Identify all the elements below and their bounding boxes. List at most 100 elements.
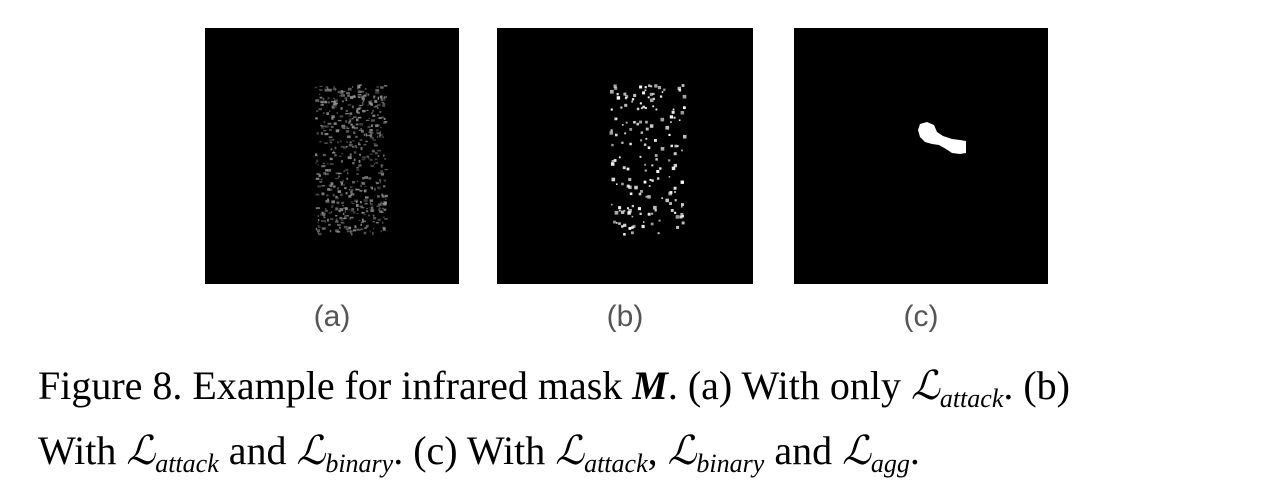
speckle-pixel xyxy=(328,184,333,187)
speckle-pixel xyxy=(321,227,326,230)
speckle-pixel xyxy=(360,164,362,167)
speckle-pixel xyxy=(375,124,379,128)
speckle-pixel xyxy=(357,94,362,96)
binary-dot xyxy=(647,195,651,199)
speckle-pixel xyxy=(364,227,367,230)
speckle-pixel xyxy=(383,84,388,87)
speckle-pixel xyxy=(375,105,378,107)
speckle-pixel xyxy=(322,97,325,101)
binary-dot xyxy=(668,159,671,162)
binary-dot xyxy=(653,205,657,210)
speckle-pixel xyxy=(368,214,371,217)
speckle-pixel xyxy=(331,117,334,120)
binary-dot xyxy=(677,86,681,91)
speckle-pixel xyxy=(315,227,318,231)
binary-dot xyxy=(642,91,646,95)
speckle-pixel xyxy=(381,207,385,210)
speckle-pixel xyxy=(365,224,369,228)
binary-dot xyxy=(645,195,648,198)
speckle-pixel xyxy=(353,131,356,134)
binary-dot xyxy=(623,233,626,236)
speckle-pixel xyxy=(343,170,346,172)
speckle-pixel xyxy=(332,138,335,141)
speckle-pixel xyxy=(349,112,353,115)
binary-dot xyxy=(652,105,655,108)
binary-dot xyxy=(639,85,643,89)
speckle-pixel xyxy=(375,162,378,164)
binary-dot xyxy=(652,92,655,95)
speckle-pixel xyxy=(348,143,353,147)
speckle-pixel xyxy=(336,201,340,204)
speckle-pixel xyxy=(346,127,350,129)
binary-dot xyxy=(642,105,645,109)
binary-dot xyxy=(673,163,677,168)
binary-dot xyxy=(657,232,660,235)
speckle-pixel xyxy=(380,172,384,176)
binary-dot xyxy=(650,222,654,226)
speckle-pixel xyxy=(377,209,381,211)
speckle-pixel xyxy=(350,189,354,191)
speckle-pixel xyxy=(381,136,384,138)
speckle-pixel xyxy=(335,229,339,233)
speckle-pixel xyxy=(358,129,362,131)
binary-dot xyxy=(674,191,676,193)
binary-dot xyxy=(669,115,673,119)
binary-dot xyxy=(652,97,655,101)
speckle-pixel xyxy=(369,199,373,202)
speckle-pixel xyxy=(358,160,361,163)
speckle-pixel xyxy=(324,125,329,128)
speckle-pixel xyxy=(334,102,338,105)
speckle-pixel xyxy=(356,87,359,90)
speckle-pixel xyxy=(382,228,386,231)
speckle-pixel xyxy=(341,201,344,204)
binary-dot xyxy=(673,186,677,190)
speckle-pixel xyxy=(375,91,380,94)
subfigure-label-a: (a) xyxy=(313,300,351,333)
speckle-pixel xyxy=(379,178,382,182)
speckle-pixel xyxy=(365,119,370,121)
speckle-pixel xyxy=(352,211,356,214)
binary-dot xyxy=(616,96,621,100)
binary-dot xyxy=(658,219,661,222)
speckle-pixel xyxy=(369,207,372,209)
binary-dot xyxy=(651,179,654,182)
speckle-pixel xyxy=(353,229,357,232)
speckle-pixel xyxy=(351,126,354,128)
binary-dot xyxy=(643,180,647,184)
binary-dot xyxy=(670,144,673,148)
speckle-pixel xyxy=(362,101,364,105)
speckle-pixel xyxy=(384,169,388,171)
speckle-pixel xyxy=(318,232,322,236)
speckle-pixel xyxy=(339,115,344,118)
binary-dot xyxy=(624,132,627,135)
speckle-pixel xyxy=(329,229,332,233)
speckle-pixel xyxy=(365,92,367,96)
speckle-pixel xyxy=(349,153,352,156)
subscript-attack: attack xyxy=(155,449,219,478)
speckle-pixel xyxy=(348,188,350,191)
speckle-pixel xyxy=(359,123,363,126)
speckle-pixel xyxy=(345,130,350,133)
speckle-pixel xyxy=(383,179,387,182)
speckle-pixel xyxy=(374,158,378,161)
speckle-pixel xyxy=(374,152,378,155)
speckle-pixel xyxy=(360,223,362,226)
binary-dot xyxy=(618,209,621,212)
binary-dot xyxy=(626,167,630,171)
binary-dot xyxy=(679,215,683,219)
speckle-pixel xyxy=(360,184,362,188)
speckle-pixel xyxy=(337,119,342,122)
speckle-pixel xyxy=(360,201,362,204)
speckle-pixel xyxy=(323,172,326,175)
binary-dot xyxy=(649,178,652,181)
speckle-pixel xyxy=(369,129,373,132)
speckle-pixel xyxy=(372,111,374,113)
binary-dot xyxy=(634,185,638,190)
speckle-pixel xyxy=(325,86,329,88)
speckle-pixel xyxy=(318,226,321,228)
speckle-pixel xyxy=(346,126,348,129)
speckle-pixel xyxy=(371,119,375,122)
speckle-pixel xyxy=(373,106,378,108)
speckle-pixel xyxy=(341,124,346,128)
speckle-pixel xyxy=(356,200,359,202)
